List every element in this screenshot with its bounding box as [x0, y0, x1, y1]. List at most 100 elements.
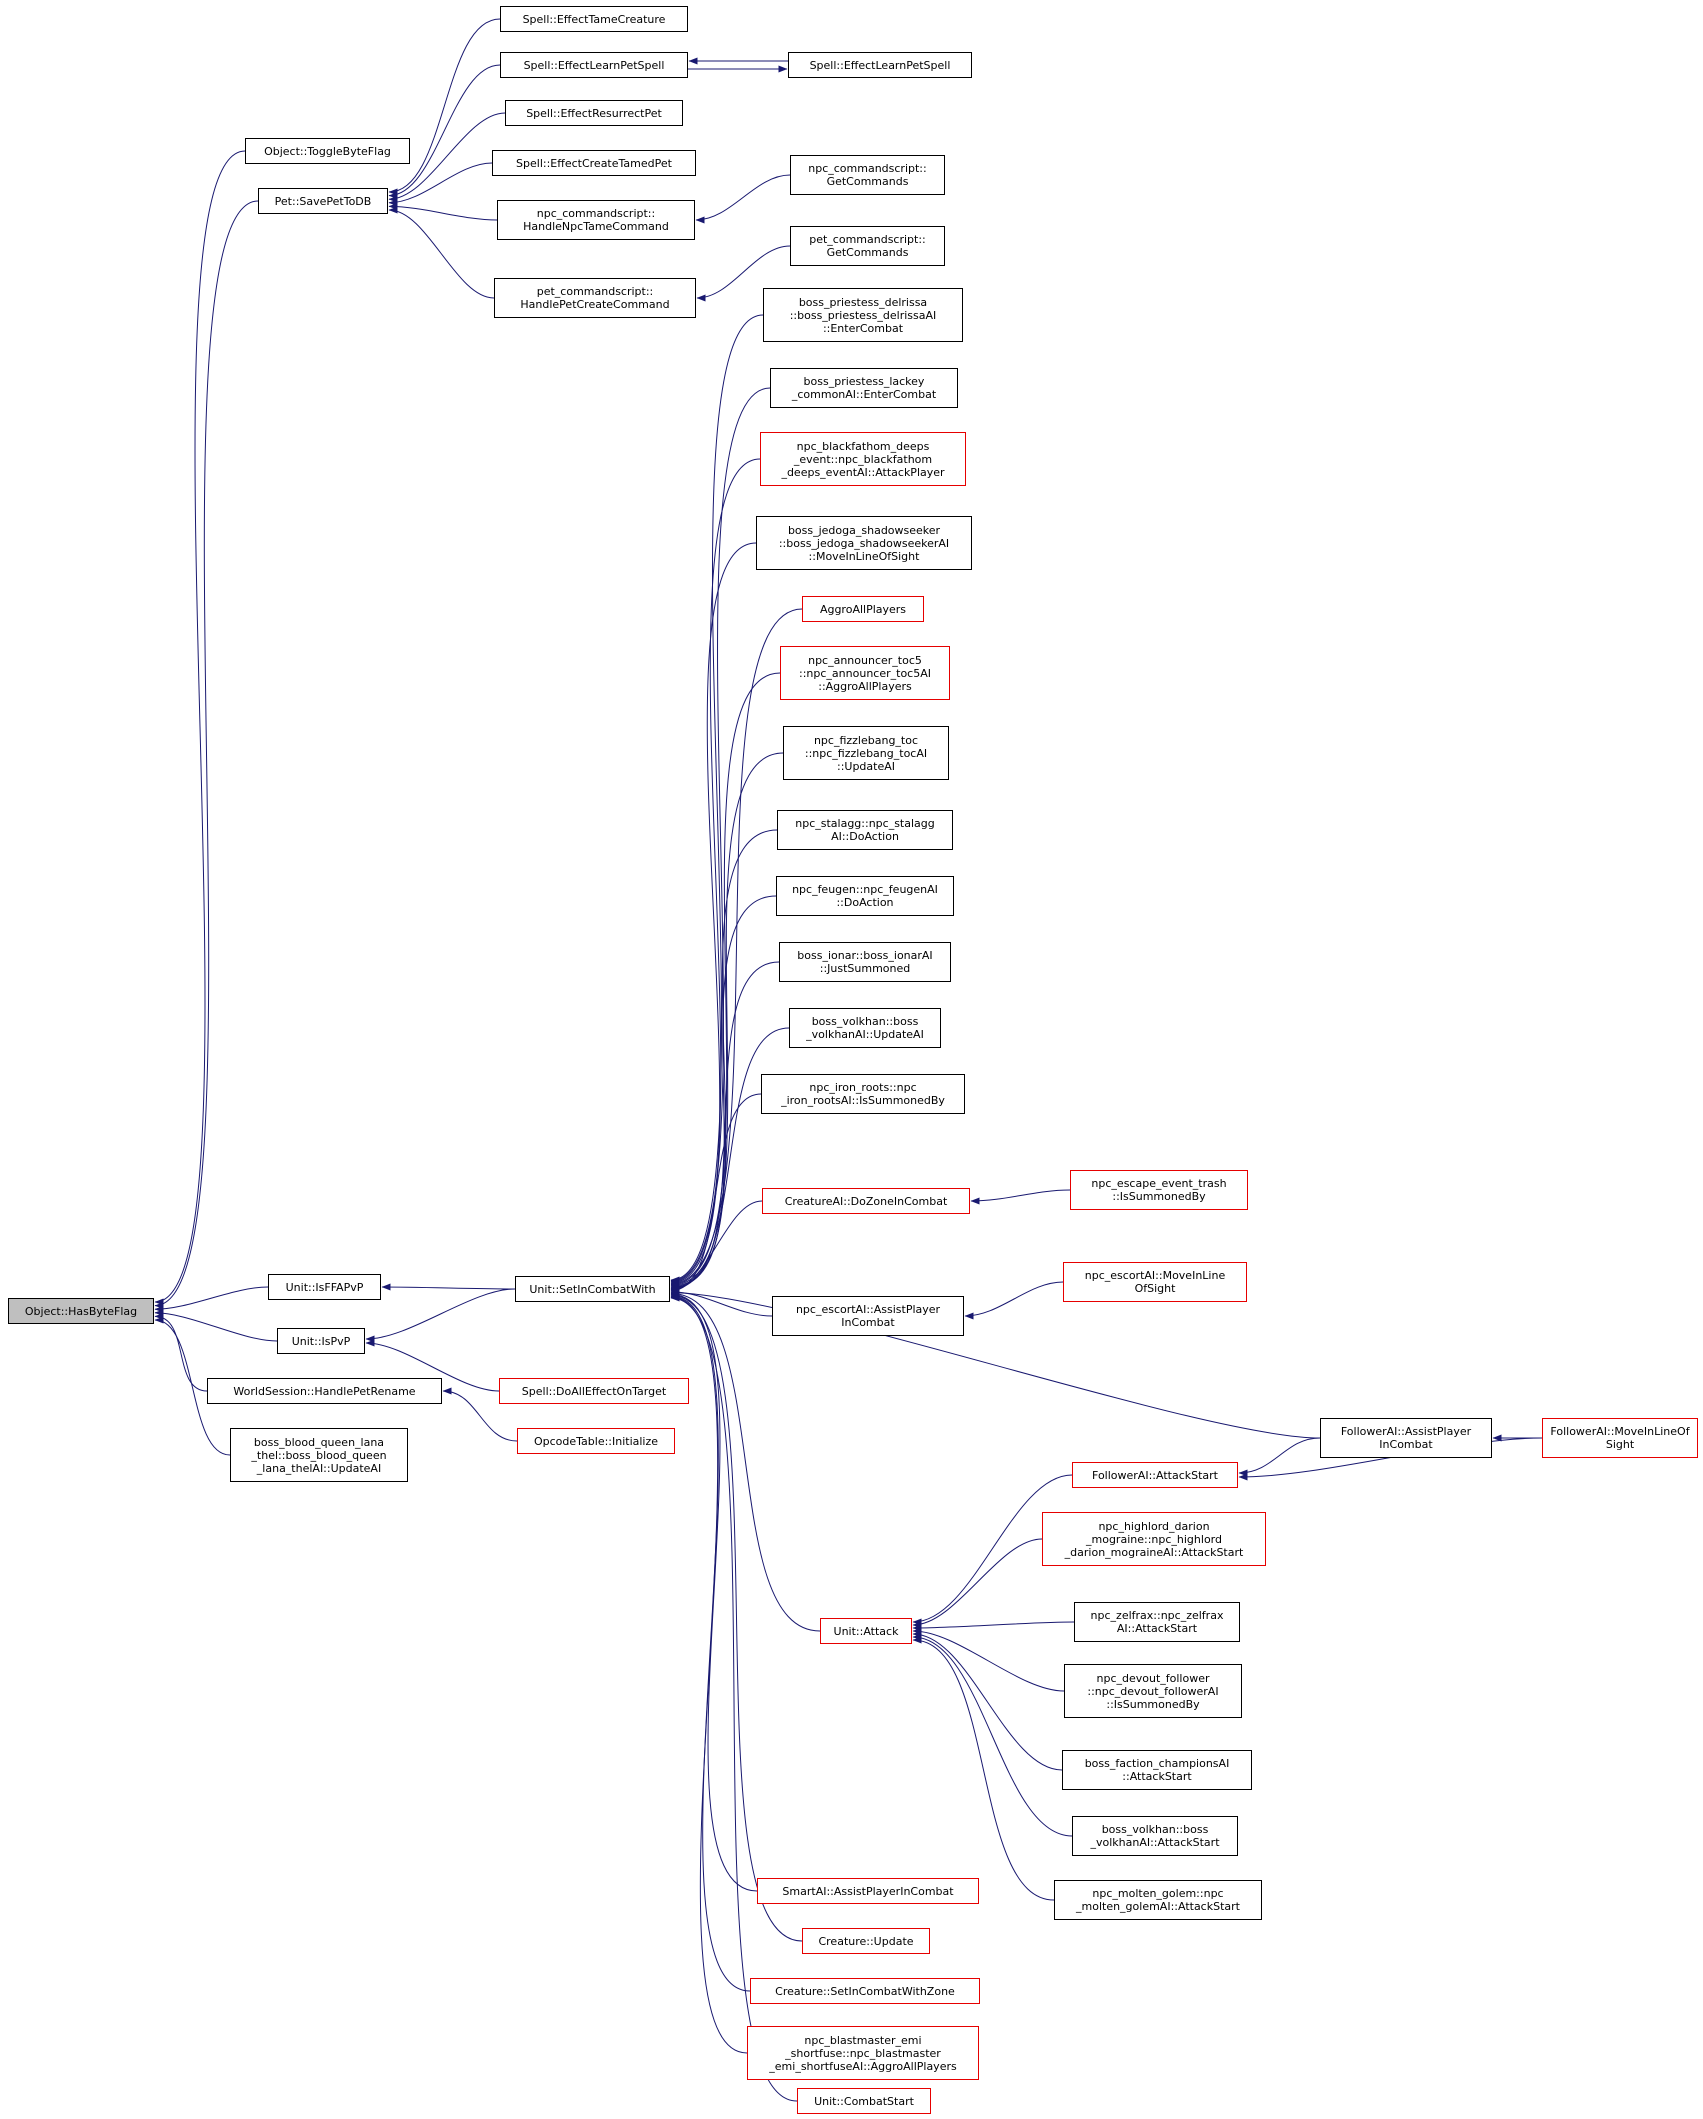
graph-node-devout[interactable]: npc_devout_follower::npc_devout_follower…: [1064, 1664, 1242, 1718]
graph-node-npcgetcmds[interactable]: npc_commandscript::GetCommands: [790, 155, 945, 195]
edge-isffapvp-to-hasbyteflag: [154, 1286, 269, 1313]
graph-node-label: FollowerAI::AssistPlayer: [1340, 1425, 1472, 1438]
graph-node-moltengolem[interactable]: npc_molten_golem::npc_molten_golemAI::At…: [1054, 1880, 1262, 1920]
graph-node-label: _emi_shortfuseAI::AggroAllPlayers: [769, 2059, 957, 2073]
edge-followerassist-to-followerattack: [1238, 1437, 1321, 1477]
graph-node-label: npc_blastmaster_emi: [804, 2033, 922, 2047]
edge-moltengolem-to-attack: [912, 1636, 1055, 1901]
graph-node-ironroots[interactable]: npc_iron_roots::npc_iron_rootsAI::IsSumm…: [761, 1074, 965, 1114]
graph-node-setincombat[interactable]: Unit::SetInCombatWith: [515, 1276, 670, 1302]
graph-node-label: _shortfuse::npc_blastmaster: [785, 2046, 941, 2060]
graph-node-ionar[interactable]: boss_ionar::boss_ionarAI::JustSummoned: [779, 942, 951, 982]
graph-node-doalleffect[interactable]: Spell::DoAllEffectOnTarget: [499, 1378, 689, 1404]
edge-creatureupdate-to-setincombat: [670, 1291, 803, 1942]
graph-node-label: boss_volkhan::boss: [1101, 1823, 1209, 1836]
graph-node-volkhanupd[interactable]: boss_volkhan::boss_volkhanAI::UpdateAI: [789, 1008, 941, 1048]
graph-node-label: npc_stalagg::npc_stalagg: [795, 817, 935, 830]
graph-node-hasbyteflag[interactable]: Object::HasByteFlag: [8, 1298, 154, 1324]
graph-node-label: npc_devout_follower: [1096, 1671, 1210, 1685]
edge-resurrect-to-savepet: [388, 112, 506, 203]
graph-node-escapetrash[interactable]: npc_escape_event_trash::IsSummonedBy: [1070, 1170, 1248, 1210]
graph-node-label: npc_molten_golem::npc: [1092, 1887, 1224, 1900]
graph-node-label: ::AttackStart: [1122, 1770, 1192, 1783]
graph-node-resurrect[interactable]: Spell::EffectResurrectPet: [505, 100, 683, 126]
graph-node-label: FollowerAI::MoveInLineOf: [1550, 1425, 1690, 1438]
graph-node-label: ::boss_priestess_delrissaAI: [789, 308, 937, 322]
edge-feugen-to-setincombat: [670, 895, 777, 1291]
edge-doalleffect-to-ispvp: [365, 1339, 500, 1392]
graph-node-label: HandleNpcTameCommand: [523, 220, 669, 233]
graph-node-jedoga[interactable]: boss_jedoga_shadowseeker::boss_jedoga_sh…: [756, 516, 972, 570]
graph-node-label: ::npc_devout_followerAI: [1087, 1684, 1219, 1698]
graph-node-bloodqueen[interactable]: boss_blood_queen_lana_thel::boss_blood_q…: [230, 1428, 408, 1482]
graph-node-feugen[interactable]: npc_feugen::npc_feugenAI::DoAction: [776, 876, 954, 916]
graph-node-highlord[interactable]: npc_highlord_darion_mograine::npc_highlo…: [1042, 1512, 1266, 1566]
graph-node-opcodetable[interactable]: OpcodeTable::Initialize: [517, 1428, 675, 1454]
graph-node-zonecombat[interactable]: Creature::SetInCombatWithZone: [750, 1978, 980, 2004]
edge-highlord-to-attack: [912, 1538, 1043, 1629]
graph-node-label: boss_jedoga_shadowseeker: [787, 523, 941, 537]
graph-node-label: _lana_thelAI::UpdateAI: [256, 1461, 382, 1475]
edge-stalagg-to-setincombat: [670, 829, 778, 1290]
edge-escapetrash-to-dozone: [970, 1189, 1071, 1205]
graph-node-label: _iron_rootsAI::IsSummonedBy: [781, 1094, 945, 1107]
graph-node-smartassist[interactable]: SmartAI::AssistPlayerInCombat: [757, 1878, 979, 1904]
graph-node-label: npc_blackfathom_deeps: [796, 439, 930, 453]
graph-node-blackfathom[interactable]: npc_blackfathom_deeps_event::npc_blackfa…: [760, 432, 966, 486]
graph-node-ispvp[interactable]: Unit::IsPvP: [277, 1328, 365, 1354]
graph-node-label: ::IsSummonedBy: [1112, 1190, 1206, 1203]
graph-node-npctamecmd[interactable]: npc_commandscript::HandleNpcTameCommand: [497, 200, 695, 240]
edge-tame-to-savepet: [388, 18, 501, 196]
graph-node-toggle[interactable]: Object::ToggleByteFlag: [245, 138, 410, 164]
graph-node-followerattack[interactable]: FollowerAI::AttackStart: [1072, 1462, 1238, 1488]
graph-node-blastmaster[interactable]: npc_blastmaster_emi_shortfuse::npc_blast…: [747, 2026, 979, 2080]
graph-node-volkhanattack[interactable]: boss_volkhan::boss_volkhanAI::AttackStar…: [1072, 1816, 1238, 1856]
graph-node-label: ::DoAction: [836, 896, 894, 909]
graph-node-label: npc_escortAI::AssistPlayer: [795, 1303, 941, 1316]
graph-node-label: InCombat: [1379, 1438, 1433, 1451]
graph-node-petgetcmds[interactable]: pet_commandscript::GetCommands: [790, 226, 945, 266]
graph-node-learn2[interactable]: Spell::EffectLearnPetSpell: [788, 52, 972, 78]
edge-escortmove-to-escortassist: [964, 1281, 1064, 1320]
graph-node-createtamed[interactable]: Spell::EffectCreateTamedPet: [492, 150, 696, 176]
graph-node-isffapvp[interactable]: Unit::IsFFAPvP: [268, 1274, 381, 1300]
graph-node-label: npc_highlord_darion: [1098, 1519, 1210, 1533]
graph-node-label: npc_escortAI::MoveInLine: [1084, 1269, 1226, 1282]
graph-node-combatstart[interactable]: Unit::CombatStart: [797, 2088, 931, 2114]
graph-node-dozone[interactable]: CreatureAI::DoZoneInCombat: [762, 1188, 970, 1214]
graph-node-label: npc_fizzlebang_toc: [813, 733, 919, 747]
graph-node-label: boss_ionar::boss_ionarAI: [797, 949, 933, 962]
graph-node-attack[interactable]: Unit::Attack: [820, 1618, 912, 1644]
graph-node-tame[interactable]: Spell::EffectTameCreature: [500, 6, 688, 32]
graph-node-fizzlebang[interactable]: npc_fizzlebang_toc::npc_fizzlebang_tocAI…: [783, 726, 949, 780]
graph-node-announcer[interactable]: npc_announcer_toc5::npc_announcer_toc5AI…: [780, 646, 950, 700]
graph-node-label: _event::npc_blackfathom: [793, 452, 933, 466]
graph-node-label: ::AggroAllPlayers: [818, 679, 912, 693]
graph-node-label: npc_feugen::npc_feugenAI: [792, 883, 938, 896]
graph-node-petcreatecmd[interactable]: pet_commandscript::HandlePetCreateComman…: [494, 278, 696, 318]
graph-node-label: _volkhanAI::UpdateAI: [806, 1028, 924, 1041]
graph-node-label: ::UpdateAI: [836, 759, 896, 773]
graph-node-label: Unit::Attack: [833, 1624, 899, 1638]
graph-node-label: AI::DoAction: [831, 830, 899, 843]
graph-node-factionchamps[interactable]: boss_faction_championsAI::AttackStart: [1062, 1750, 1252, 1790]
graph-node-learn1[interactable]: Spell::EffectLearnPetSpell: [500, 52, 688, 78]
graph-node-label: boss_volkhan::boss: [811, 1015, 919, 1028]
graph-node-label: boss_priestess_lackey: [803, 375, 925, 388]
graph-node-aggroall[interactable]: AggroAllPlayers: [802, 596, 924, 622]
graph-node-delrissa[interactable]: boss_priestess_delrissa::boss_priestess_…: [763, 288, 963, 342]
graph-node-creatureupdate[interactable]: Creature::Update: [802, 1928, 930, 1954]
graph-node-savepet[interactable]: Pet::SavePetToDB: [258, 188, 388, 214]
edge-ironroots-to-setincombat: [670, 1093, 762, 1294]
edge-volkhanupd-to-setincombat: [670, 1027, 790, 1293]
graph-node-label: Spell::EffectLearnPetSpell: [523, 58, 665, 72]
graph-node-lackey[interactable]: boss_priestess_lackey_commonAI::EnterCom…: [770, 368, 958, 408]
graph-node-label: _deeps_eventAI::AttackPlayer: [781, 465, 945, 479]
graph-node-petrename[interactable]: WorldSession::HandlePetRename: [207, 1378, 442, 1404]
